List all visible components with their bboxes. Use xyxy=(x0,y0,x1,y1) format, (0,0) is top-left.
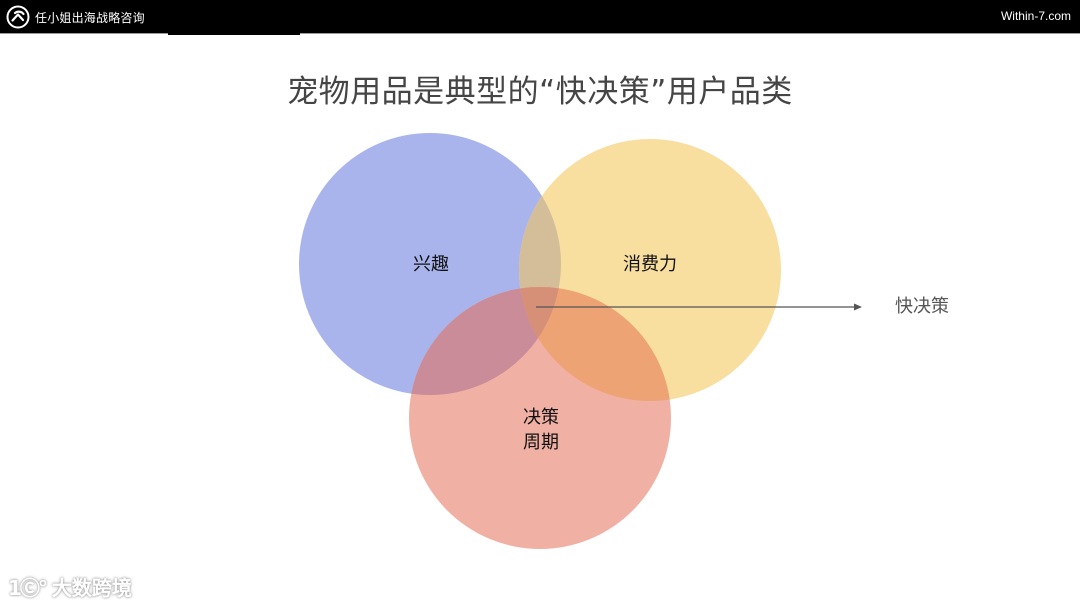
label-interest: 兴趣 xyxy=(413,254,449,275)
label-spending-power: 消费力 xyxy=(623,254,677,275)
header-bar: 任小姐出海战略咨询 Within-7.com xyxy=(0,0,1080,33)
site-url: Within-7.com xyxy=(1000,9,1071,23)
header-divider-segment xyxy=(168,33,300,35)
watermark-logo-icon: 1Ⓒ° xyxy=(8,575,48,600)
intersection-outcome-label: 快决策 xyxy=(895,296,949,317)
overlap-spending-decision xyxy=(519,287,671,401)
arrow-head-icon xyxy=(854,303,862,311)
label-decision-cycle-line1: 决策 xyxy=(523,407,559,428)
watermark-text: 大数跨境 xyxy=(51,575,132,600)
overlap-interest-decision xyxy=(409,287,561,395)
label-decision-cycle-line2: 周期 xyxy=(523,432,559,453)
header-divider xyxy=(0,33,1080,34)
slide-title: 宠物用品是典型的“快决策”用户品类 xyxy=(287,74,793,110)
brand-name: 任小姐出海战略咨询 xyxy=(35,11,145,25)
brand-logo-icon xyxy=(6,5,30,29)
watermark: 1Ⓒ° 大数跨境 xyxy=(8,571,132,601)
